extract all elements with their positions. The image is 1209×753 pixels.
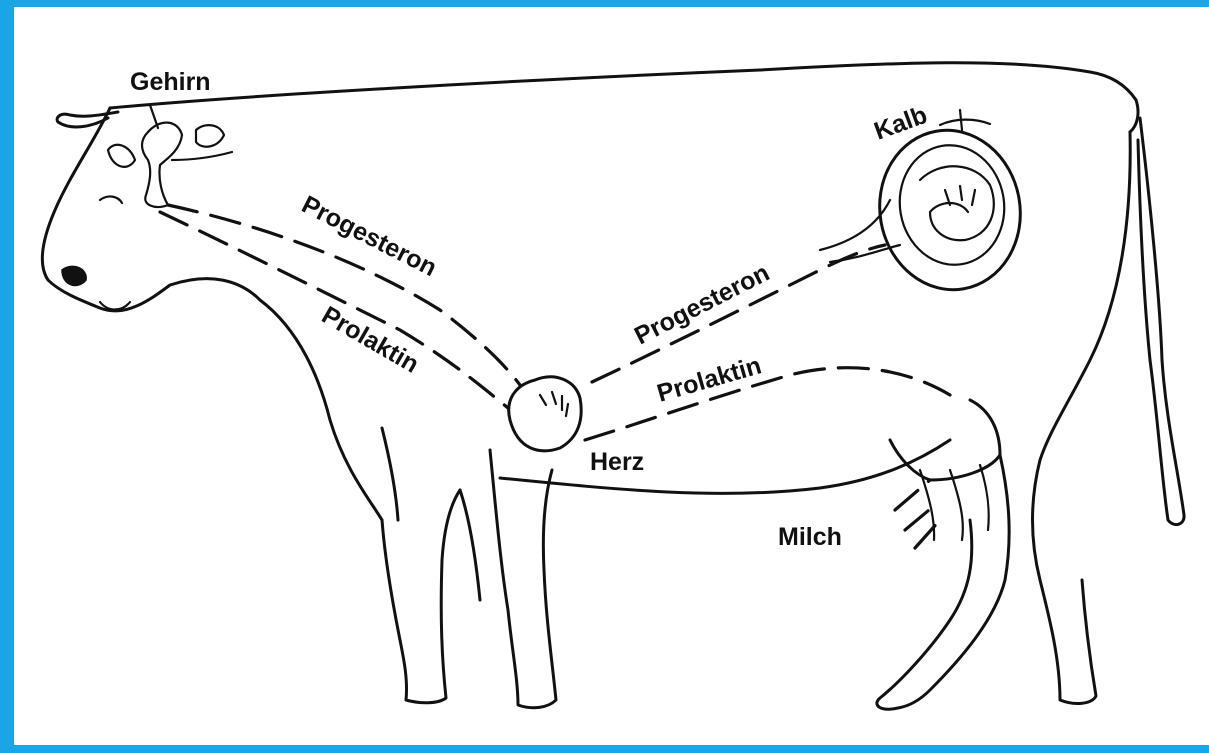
heart-illustration	[509, 377, 581, 451]
prolaktin-path-heart-udder	[585, 368, 950, 440]
label-herz: Herz	[590, 448, 644, 476]
cow-outline	[42, 63, 1184, 709]
label-kalb: Kalb	[870, 101, 930, 146]
label-prolaktin-front: Prolaktin	[317, 301, 424, 379]
label-milch: Milch	[778, 523, 842, 551]
label-progesteron-front: Progesteron	[297, 190, 441, 282]
brain-illustration	[142, 105, 232, 207]
label-gehirn: Gehirn	[130, 68, 211, 96]
